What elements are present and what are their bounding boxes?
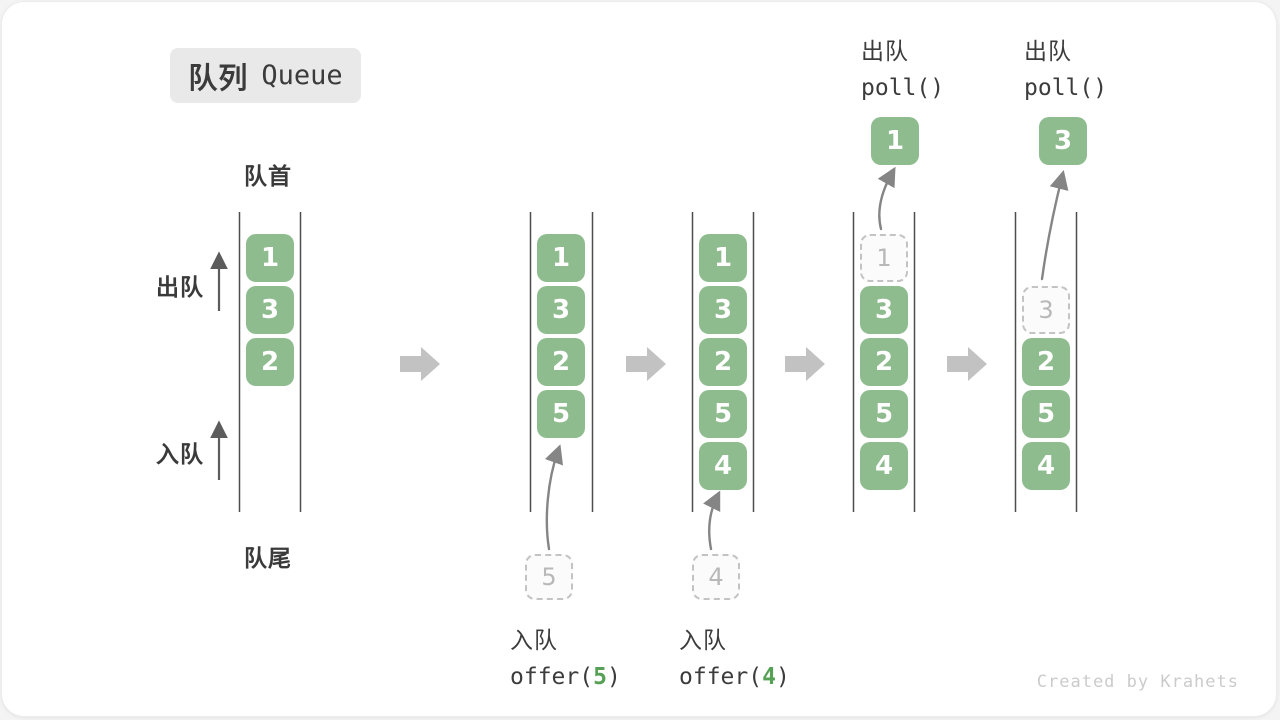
incoming-element: 5 <box>525 554 573 600</box>
next-state-arrow-icon <box>626 347 666 381</box>
annotation-label: 出队 <box>861 38 909 64</box>
code-fn: offer( <box>510 664 594 690</box>
annotation-code: offer(4) <box>679 664 790 690</box>
annotation-label: 入队 <box>679 627 727 653</box>
queue-element: 4 <box>699 442 747 490</box>
annotation-label: 入队 <box>510 627 558 653</box>
label-queue-rear: 队尾 <box>244 545 292 571</box>
queue-element: 3 <box>699 286 747 334</box>
queue-element: 3 <box>246 286 294 334</box>
queue-element: 1 <box>699 234 747 282</box>
next-state-arrow-icon <box>400 347 440 381</box>
poll-1-arrow-icon <box>877 166 896 231</box>
annotation-poll-1: 出队 poll() <box>861 32 944 101</box>
queue-walls <box>238 212 1078 512</box>
annotation-label: 出队 <box>1024 38 1072 64</box>
queue-element: 1 <box>537 234 585 282</box>
queue-element: 5 <box>537 390 585 438</box>
queue-element: 1 <box>246 234 294 282</box>
queue-element: 2 <box>537 338 585 386</box>
code-close: ) <box>775 664 790 690</box>
queue-element: 3 <box>860 286 908 334</box>
queue-element: 5 <box>699 390 747 438</box>
queue-element: 4 <box>1022 442 1070 490</box>
title-zh: 队列 <box>188 62 249 95</box>
enqueue-4-arrow-icon <box>703 490 721 551</box>
removed-element: 3 <box>1022 286 1070 334</box>
queue-element: 4 <box>860 442 908 490</box>
code-arg: 5 <box>593 664 607 690</box>
queue-element: 2 <box>699 338 747 386</box>
code-fn: offer( <box>679 664 763 690</box>
queue-element: 2 <box>1022 338 1070 386</box>
enqueue-5-arrow-icon <box>544 444 564 551</box>
title-en: Queue <box>261 60 343 91</box>
label-dequeue: 出队 <box>156 274 204 300</box>
poll-3-arrow-icon <box>1040 170 1069 281</box>
annotation-offer-4: 入队 offer(4) <box>679 621 790 690</box>
label-enqueue: 入队 <box>156 441 204 467</box>
annotation-code: offer(5) <box>510 664 621 690</box>
title-badge: 队列 Queue <box>170 48 361 103</box>
annotation-code: poll() <box>1024 75 1108 101</box>
annotation-offer-5: 入队 offer(5) <box>510 621 621 690</box>
incoming-element: 4 <box>692 554 740 600</box>
queue-element: 2 <box>860 338 908 386</box>
annotation-code: poll() <box>861 75 945 101</box>
label-queue-front: 队首 <box>244 163 292 189</box>
code-close: ) <box>606 664 621 690</box>
queue-element: 5 <box>860 390 908 438</box>
polled-element: 3 <box>1039 117 1087 165</box>
next-state-arrow-icon <box>947 347 987 381</box>
polled-element: 1 <box>871 117 919 165</box>
removed-element: 1 <box>860 234 908 282</box>
annotation-poll-2: 出队 poll() <box>1024 32 1107 101</box>
queue-element: 2 <box>246 338 294 386</box>
next-state-arrow-icon <box>785 347 825 381</box>
watermark: Created by Krahets <box>1036 672 1239 692</box>
queue-element: 3 <box>537 286 585 334</box>
queue-element: 5 <box>1022 390 1070 438</box>
movement-arrows <box>544 166 1069 551</box>
code-arg: 4 <box>762 664 776 690</box>
